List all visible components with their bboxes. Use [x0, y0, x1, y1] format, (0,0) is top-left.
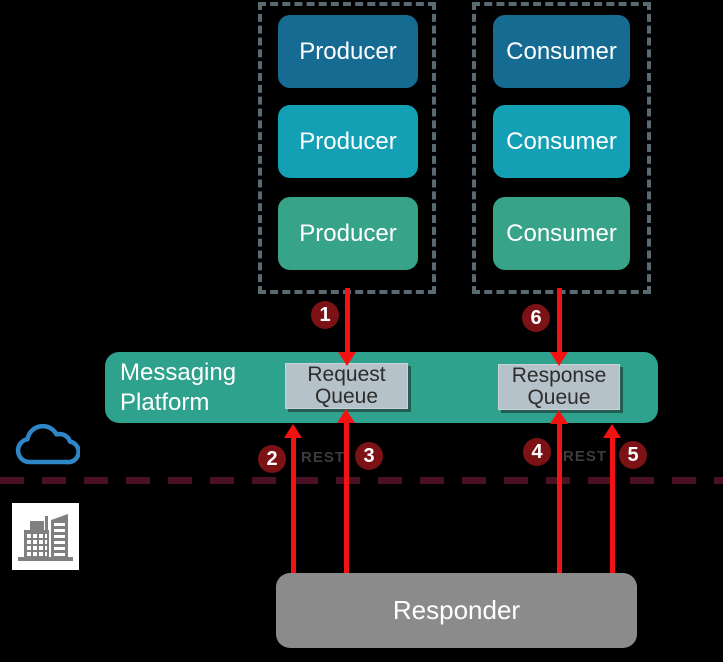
- arrow-responder-to-platform-right: [603, 424, 621, 573]
- producer-label: Producer: [299, 37, 397, 65]
- step-number: 4: [531, 440, 543, 463]
- consumer-label: Consumer: [506, 219, 617, 247]
- responder-label: Responder: [392, 595, 521, 625]
- response-queue-box: Response Queue: [498, 364, 620, 410]
- request-queue-label: Request Queue: [307, 363, 386, 408]
- responder-box: Responder: [276, 573, 637, 648]
- arrow-producer-to-request-queue: [338, 288, 356, 366]
- producer-node-3: Producer: [278, 197, 418, 270]
- arrow-responder-to-platform-left: [284, 424, 302, 573]
- consumer-node-1: Consumer: [493, 15, 630, 88]
- response-queue-label: Response Queue: [511, 364, 607, 409]
- step-number: 5: [627, 443, 639, 466]
- consumer-group-frame: [472, 2, 651, 294]
- step-number: 1: [319, 303, 331, 326]
- producer-node-2: Producer: [278, 105, 418, 178]
- producer-node-1: Producer: [278, 15, 418, 88]
- messaging-platform-label: Messaging Platform: [120, 359, 237, 416]
- step-badge-4: 4: [523, 438, 551, 466]
- step-number: 3: [363, 444, 375, 467]
- cloud-onprem-boundary-line: [0, 477, 723, 484]
- consumer-label: Consumer: [506, 127, 617, 155]
- messaging-platform-bar: Messaging Platform Request Queue Respons…: [105, 352, 658, 423]
- consumer-label: Consumer: [506, 37, 617, 65]
- consumer-node-3: Consumer: [493, 197, 630, 270]
- producer-label: Producer: [299, 219, 397, 247]
- request-queue-box: Request Queue: [285, 363, 408, 409]
- rest-label-right: REST: [562, 448, 607, 465]
- cloud-icon: [12, 421, 81, 468]
- step-badge-2: 2: [258, 445, 286, 473]
- rest-label-left: REST: [300, 449, 345, 466]
- step-badge-5: 5: [619, 441, 647, 469]
- consumer-node-2: Consumer: [493, 105, 630, 178]
- arrow-consumer-to-response-queue: [550, 288, 568, 366]
- step-number: 2: [266, 447, 278, 470]
- step-badge-1: 1: [311, 301, 339, 329]
- cloud-outline: [15, 423, 81, 465]
- arrow-responder-to-response-queue: [550, 410, 568, 573]
- step-badge-3: 3: [355, 442, 383, 470]
- on-premises-building-icon: [12, 503, 79, 570]
- step-number: 6: [530, 306, 542, 329]
- arrow-responder-to-request-queue: [337, 409, 355, 573]
- building-windows: [27, 523, 65, 556]
- producer-label: Producer: [299, 127, 397, 155]
- step-badge-6: 6: [522, 304, 550, 332]
